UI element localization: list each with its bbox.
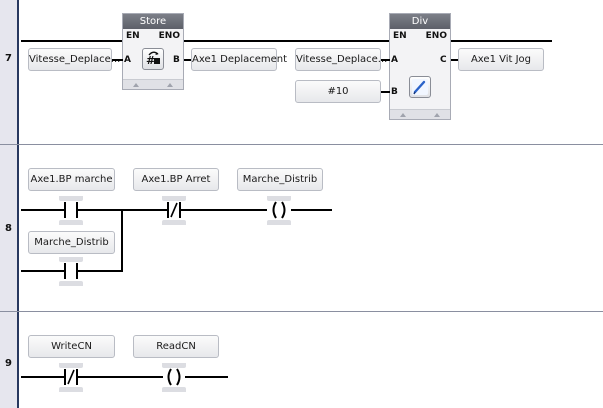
div-in-b-pin: B	[391, 87, 398, 97]
rung9-line-end	[185, 376, 228, 378]
coil-icon[interactable]	[162, 363, 186, 392]
div-out-c-pin: C	[440, 55, 447, 65]
rung8-line-end	[291, 209, 332, 211]
store-eno-pin: ENO	[158, 31, 180, 41]
contact-label-bp-arret[interactable]: Axe1.BP Arret	[133, 168, 219, 191]
div-en-pin: EN	[393, 31, 407, 41]
store-block-title: Store	[123, 14, 183, 29]
rung8-branch-line-start	[21, 270, 60, 272]
rung-number-gutter	[0, 0, 19, 408]
store-hash-icon: #	[142, 48, 164, 70]
store-output-variable[interactable]: Axe1 Deplacement	[191, 48, 287, 71]
store-out-b-pin: B	[173, 55, 180, 65]
store-in-a-pin: A	[124, 55, 131, 65]
rung-number-9[interactable]: 9	[5, 358, 12, 369]
contact-label-writecn[interactable]: WriteCN	[28, 335, 115, 358]
rung8-line-start	[21, 209, 60, 211]
div-output-variable[interactable]: Axe1 Vit Jog	[458, 48, 544, 71]
div-in-a-pin: A	[391, 55, 398, 65]
store-output-wire	[184, 59, 191, 61]
parallel-contact-label-marche-distrib[interactable]: Marche_Distrib	[28, 231, 115, 254]
coil-label-marche-distrib[interactable]: Marche_Distrib	[237, 168, 323, 191]
div-function-block[interactable]: Div EN ENO	[389, 13, 451, 120]
store-en-pin: EN	[126, 31, 140, 41]
store-input-wire	[112, 59, 123, 61]
div-block-title: Div	[390, 14, 450, 29]
svg-text:#: #	[146, 54, 155, 67]
div-input-b-wire	[381, 91, 390, 93]
rung7-power-line	[21, 40, 552, 42]
normally-open-contact-icon[interactable]	[59, 196, 83, 225]
rung9-line-mid	[82, 376, 163, 378]
store-input-variable[interactable]: Vitesse_Deplace...	[28, 48, 120, 71]
divide-pen-icon	[409, 76, 431, 98]
div-input-a-variable[interactable]: Vitesse_Deplace...	[295, 48, 387, 71]
rung-separator	[0, 311, 603, 312]
rung-number-7[interactable]: 7	[5, 53, 12, 64]
div-block-footer	[390, 109, 450, 119]
div-input-a-wire	[381, 59, 390, 61]
rung8-branch-line-end	[82, 270, 123, 272]
div-input-b-variable[interactable]: #10	[295, 80, 381, 103]
store-function-block[interactable]: Store EN ENO #	[122, 13, 184, 90]
rung-number-8[interactable]: 8	[5, 223, 12, 234]
rung9-line-start	[21, 376, 60, 378]
coil-icon[interactable]	[267, 196, 291, 225]
rung-separator	[0, 144, 603, 145]
div-eno-pin: ENO	[425, 31, 447, 41]
rung8-branch-link	[121, 209, 123, 271]
normally-closed-contact-icon[interactable]	[59, 363, 83, 392]
normally-open-contact-icon[interactable]	[59, 257, 83, 286]
div-output-wire	[451, 59, 458, 61]
normally-closed-contact-icon[interactable]	[162, 196, 186, 225]
coil-label-readcn[interactable]: ReadCN	[133, 335, 219, 358]
store-block-footer	[123, 79, 183, 89]
contact-label-bp-marche[interactable]: Axe1.BP marche	[28, 168, 115, 191]
rung8-line-mid2	[185, 209, 267, 211]
